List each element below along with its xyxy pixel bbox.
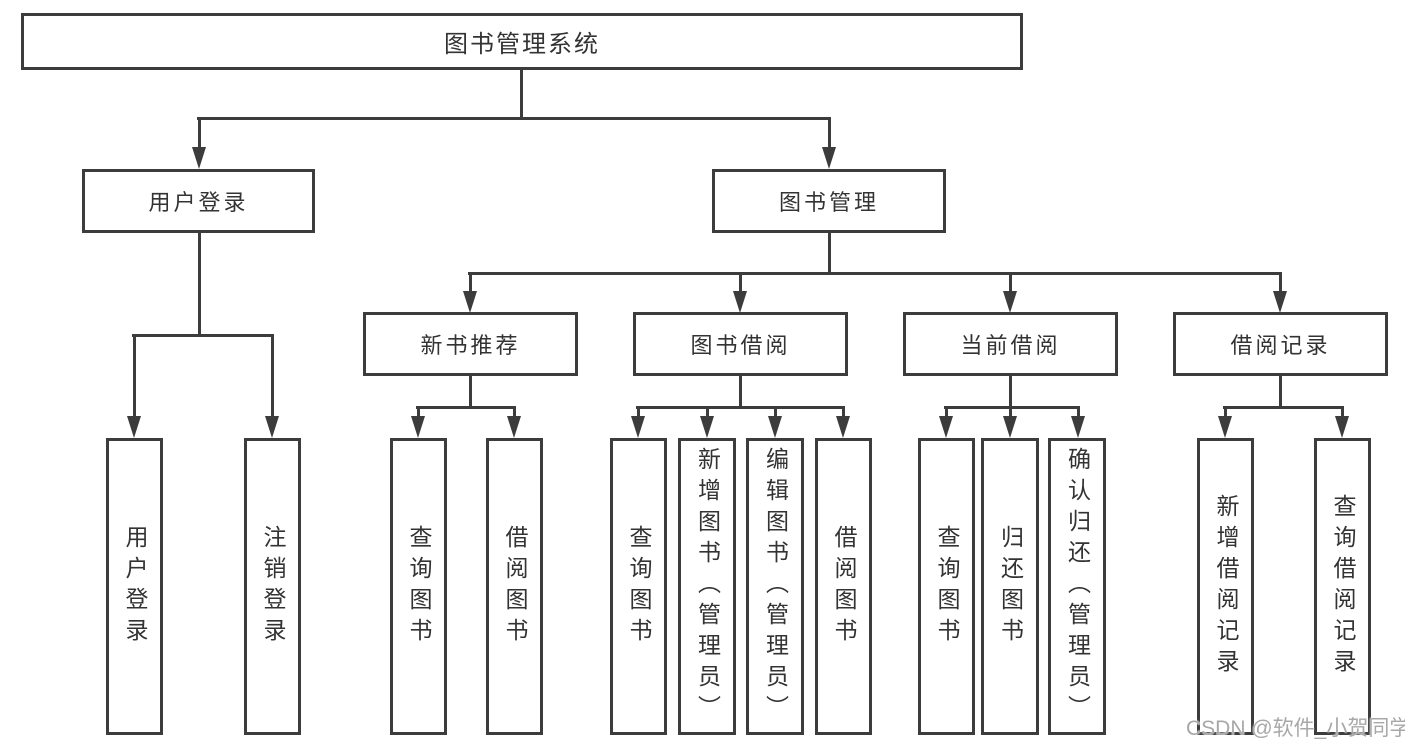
connector-branch <box>468 272 1282 275</box>
connector-drop <box>1009 273 1012 293</box>
arrowhead-icon <box>265 416 279 438</box>
node-add-borrow-record: 新增借阅记录 <box>1197 438 1254 735</box>
node-borrowing-records-label: 借阅记录 <box>1230 333 1331 358</box>
arrowhead-icon <box>733 291 747 313</box>
connector-stem <box>1009 376 1012 409</box>
connector-drop <box>637 407 640 418</box>
node-current-borrowing-label: 当前借阅 <box>960 333 1061 358</box>
node-book-management-label: 图书管理 <box>778 190 879 215</box>
connector-drop <box>271 335 274 418</box>
node-return-books: 归还图书 <box>981 438 1039 735</box>
connector-stem <box>469 376 472 409</box>
node-user-login-leaf-label: 用户登录 <box>122 524 148 649</box>
connector-drop <box>1009 407 1012 418</box>
connector-stem <box>739 376 742 409</box>
node-borrow-books-label: 借阅图书 <box>831 524 857 649</box>
node-book-management: 图书管理 <box>712 169 946 233</box>
node-add-borrow-record-label: 新增借阅记录 <box>1213 493 1239 680</box>
csdn-watermark: CSDN @软件_小贺同学 <box>1186 717 1405 740</box>
node-query-books-recommend-label: 查询图书 <box>406 524 432 649</box>
connector-drop <box>417 407 420 418</box>
node-root: 图书管理系统 <box>21 13 1023 70</box>
connector-drop <box>1224 407 1227 418</box>
arrowhead-icon <box>507 416 521 438</box>
connector-drop <box>1279 273 1282 293</box>
node-query-borrow-record-label: 查询借阅记录 <box>1330 493 1356 680</box>
node-query-books-recommend: 查询图书 <box>390 438 447 735</box>
connector-drop <box>133 335 136 418</box>
node-query-books-current-label: 查询图书 <box>934 524 960 649</box>
node-user-login-leaf: 用户登录 <box>106 438 163 735</box>
arrowhead-icon <box>1335 416 1349 438</box>
node-query-books-borrowing: 查询图书 <box>610 438 667 735</box>
node-edit-book-admin: 编辑图书（管理员） <box>746 438 804 735</box>
node-logout: 注销登录 <box>244 438 301 735</box>
node-confirm-return-admin-label: 确认归还（管理员） <box>1064 447 1091 726</box>
node-user-login: 用户登录 <box>82 169 315 233</box>
connector-branch <box>132 334 274 337</box>
arrowhead-icon <box>1003 416 1017 438</box>
connector-drop <box>706 407 709 418</box>
node-borrow-books-recommend: 借阅图书 <box>486 438 543 735</box>
arrowhead-icon <box>1218 416 1232 438</box>
node-edit-book-admin-label: 编辑图书（管理员） <box>762 447 789 726</box>
node-borrow-books-recommend-label: 借阅图书 <box>502 524 528 649</box>
node-logout-label: 注销登录 <box>260 524 286 649</box>
node-book-borrowing: 图书借阅 <box>633 312 848 376</box>
connector-drop <box>828 118 831 148</box>
connector-stem <box>520 70 523 119</box>
connector-drop <box>945 407 948 418</box>
connector-drop <box>469 273 472 293</box>
connector-branch <box>944 406 1080 409</box>
connector-drop <box>198 118 201 148</box>
arrowhead-icon <box>700 416 714 438</box>
node-book-borrowing-label: 图书借阅 <box>690 333 791 358</box>
node-return-books-label: 归还图书 <box>997 524 1024 649</box>
arrowhead-icon <box>411 416 425 438</box>
node-borrowing-records: 借阅记录 <box>1173 312 1388 376</box>
node-add-book-admin-label: 新增图书（管理员） <box>694 447 721 726</box>
arrowhead-icon <box>1071 416 1085 438</box>
connector-drop <box>513 407 516 418</box>
arrowhead-icon <box>768 416 782 438</box>
connector-stem <box>198 233 201 337</box>
connector-stem <box>828 233 831 275</box>
node-root-label: 图书管理系统 <box>444 31 600 58</box>
node-new-book-recommendation: 新书推荐 <box>363 312 578 376</box>
connector-drop <box>739 273 742 293</box>
arrowhead-icon <box>822 147 836 169</box>
node-new-book-recommendation-label: 新书推荐 <box>420 333 521 358</box>
connector-branch <box>416 406 516 409</box>
node-query-books-current: 查询图书 <box>918 438 975 735</box>
node-add-book-admin: 新增图书（管理员） <box>678 438 736 735</box>
node-confirm-return-admin: 确认归还（管理员） <box>1048 438 1106 735</box>
connector-branch <box>197 117 831 120</box>
arrowhead-icon <box>463 291 477 313</box>
connector-drop <box>774 407 777 418</box>
arrowhead-icon <box>1003 291 1017 313</box>
arrowhead-icon <box>836 416 850 438</box>
arrowhead-icon <box>939 416 953 438</box>
node-user-login-label: 用户登录 <box>148 190 249 215</box>
node-query-books-borrowing-label: 查询图书 <box>626 524 652 649</box>
arrowhead-icon <box>127 416 141 438</box>
node-query-borrow-record: 查询借阅记录 <box>1314 438 1371 735</box>
arrowhead-icon <box>631 416 645 438</box>
connector-drop <box>1341 407 1344 418</box>
arrowhead-icon <box>192 147 206 169</box>
connector-drop <box>842 407 845 418</box>
arrowhead-icon <box>1273 291 1287 313</box>
node-borrow-books: 借阅图书 <box>815 438 872 735</box>
node-current-borrowing: 当前借阅 <box>903 312 1118 376</box>
connector-branch <box>636 406 845 409</box>
connector-branch <box>1223 406 1344 409</box>
connector-stem <box>1279 376 1282 409</box>
connector-drop <box>1077 407 1080 418</box>
